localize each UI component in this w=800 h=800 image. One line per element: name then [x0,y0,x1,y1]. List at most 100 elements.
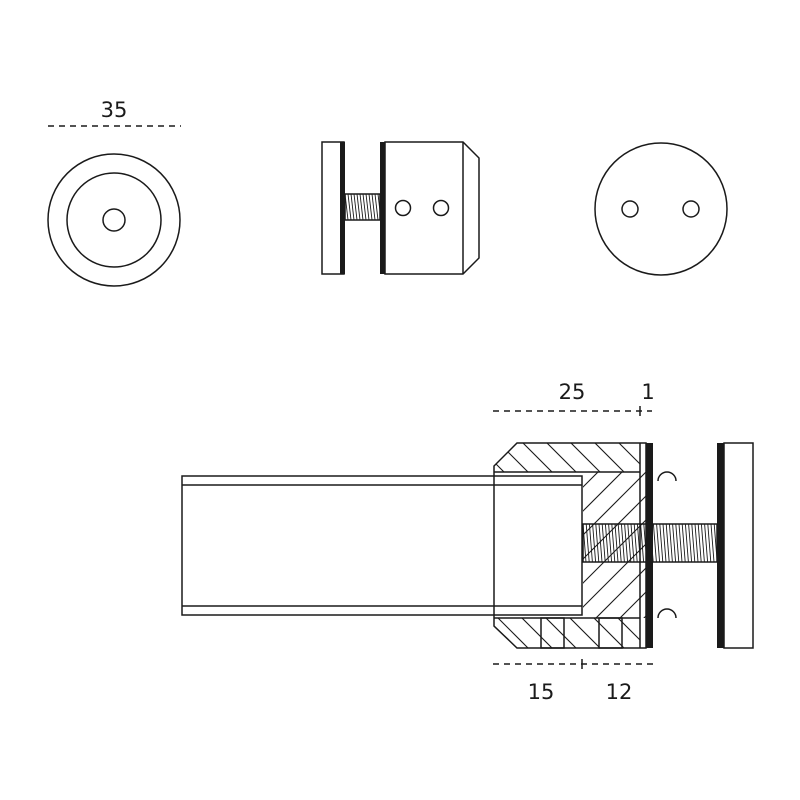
outer-circle [47,153,181,287]
rear-circle [594,142,728,276]
thread-line [697,524,702,562]
thread-line [353,194,358,220]
thread-line [359,194,364,220]
side-screw-hole-left [394,199,412,217]
thread-line [608,524,613,562]
diameter-label: 35 [101,98,128,122]
thread-line [362,194,367,220]
thread-line [675,524,680,562]
rear-hole-right [682,200,700,218]
hatch-line [617,618,640,648]
tube [181,475,583,616]
thread-line [585,524,590,562]
thread-line [700,524,705,562]
thread-line [371,194,376,220]
hatch-line [450,618,480,648]
set-screw-right [598,617,623,649]
thread-line [614,524,619,562]
thread-line [350,194,355,220]
thread-line [649,524,654,562]
thread-line [604,524,609,562]
thread-line [636,524,641,562]
hatch-line [666,618,696,648]
hatch-line [497,618,529,648]
thread-line [356,194,361,220]
screw-pocket-top [657,471,677,482]
side-view [321,141,480,275]
thread-line [704,524,709,562]
side-screw-hole-right [432,199,450,217]
hatch-line [594,443,625,472]
thread-line [617,524,622,562]
end-plate [723,442,754,649]
body-gasket [646,443,653,648]
thread-line [640,524,645,562]
hatch-line [570,443,601,472]
side-body-gasket [380,142,385,274]
hatch-line [494,443,505,472]
side-body [384,141,480,275]
front-view: 35 [47,98,181,287]
hatch-top-band [451,443,696,472]
thread-line [345,194,349,220]
thread-line [643,524,648,562]
thread-line [595,524,600,562]
thread-line [598,524,603,562]
hatch-bottom-band [450,618,696,648]
dimension-label-top-b: 1 [641,380,654,404]
thread-line [620,524,625,562]
thread-line [656,524,661,562]
dimension-label-bottom-b: 12 [606,680,633,704]
hatch-line [546,443,577,472]
thread-line [684,524,689,562]
thread-line [713,524,717,562]
hatch-line [494,618,505,648]
hatch-line [521,618,553,648]
hatch-line [583,543,646,608]
thread-line [659,524,664,562]
thread-line [601,524,606,562]
thread-line [633,524,638,562]
hatch-line [583,472,646,536]
thread-line [368,194,373,220]
hatch-line [618,443,640,472]
hatch-line [570,362,660,452]
hatch-line [583,472,623,512]
hatch-line [619,591,646,618]
thread-line [652,524,657,562]
thread-line [588,524,593,562]
thread-line [377,194,380,216]
thread-line [627,524,632,562]
side-plate-gasket [340,142,345,274]
thread-line [668,524,673,562]
hatch-line [643,615,646,618]
set-screw-left [540,617,565,649]
dimension-label-bottom-a: 15 [528,680,555,704]
hatch-line [667,443,696,472]
hatch-line [570,290,660,380]
plate-gasket [717,443,724,648]
center-hole [102,208,126,232]
thread-line [710,524,715,562]
thread-line [347,194,352,220]
thread-line [630,524,635,562]
thread-line [707,524,712,562]
thread-line [646,524,651,562]
section-view: 25 1 15 12 [181,290,754,704]
hatch-line [522,443,553,472]
hatch-line [583,472,599,488]
thread-line [365,194,370,220]
thread-line [592,524,597,562]
screw-pocket-bottom [657,608,677,619]
thread-line [688,524,693,562]
thread-line [691,524,696,562]
thread-line [694,524,699,562]
thread-line [374,194,379,220]
rear-view [594,142,728,276]
hatch-line [451,443,480,472]
thread-line [583,524,587,562]
inner-circle [66,172,162,268]
hatch-line [583,519,646,584]
hatch-line [569,618,601,648]
